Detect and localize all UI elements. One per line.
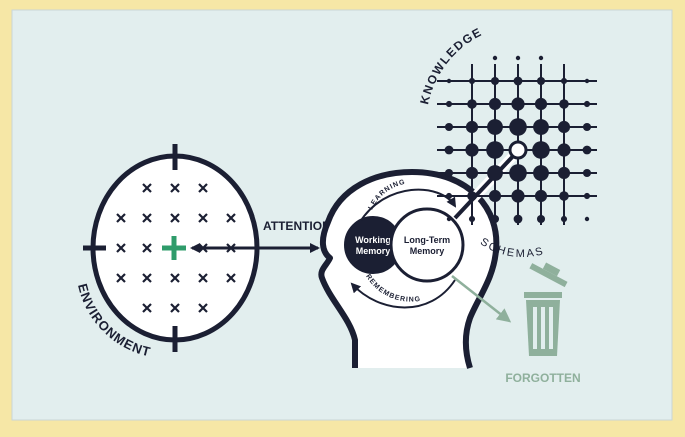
network-node bbox=[513, 76, 523, 86]
x-mark-icon bbox=[142, 303, 152, 313]
network-node bbox=[444, 145, 454, 155]
network-node bbox=[445, 192, 453, 200]
x-mark-icon bbox=[170, 213, 180, 223]
network-node bbox=[509, 164, 527, 182]
forgetting-arrow bbox=[451, 275, 512, 323]
network-node bbox=[468, 77, 476, 85]
x-mark-icon bbox=[226, 273, 236, 283]
network-node bbox=[557, 143, 571, 157]
network-node bbox=[465, 120, 479, 134]
network-node bbox=[467, 99, 477, 109]
network-node bbox=[534, 189, 548, 203]
network-node bbox=[532, 141, 550, 159]
working-memory-label-line1: Working bbox=[355, 235, 391, 245]
network-node bbox=[490, 214, 500, 224]
x-mark-icon bbox=[142, 243, 152, 253]
schema-focus-node bbox=[508, 140, 528, 160]
network-node bbox=[584, 78, 590, 84]
long-term-memory-label-line1: Long-Term bbox=[404, 235, 450, 245]
trash-can-icon bbox=[524, 262, 568, 356]
x-mark-icon bbox=[226, 213, 236, 223]
working-memory-label-line2: Memory bbox=[356, 246, 391, 256]
network-node bbox=[557, 120, 571, 134]
network-node bbox=[486, 141, 504, 159]
plus-mark-icon bbox=[162, 236, 186, 260]
x-mark-icon bbox=[198, 213, 208, 223]
network-node bbox=[534, 97, 548, 111]
network-node bbox=[559, 191, 569, 201]
x-mark-icon bbox=[142, 213, 152, 223]
network-node bbox=[536, 76, 546, 86]
x-mark-icon bbox=[198, 303, 208, 313]
network-node bbox=[444, 168, 454, 178]
knowledge-network bbox=[437, 55, 597, 225]
network-node bbox=[444, 122, 454, 132]
network-node bbox=[513, 214, 523, 224]
network-node bbox=[465, 143, 479, 157]
network-node bbox=[488, 97, 502, 111]
x-mark-icon bbox=[170, 303, 180, 313]
x-mark-icon bbox=[116, 273, 126, 283]
environment-marks bbox=[116, 183, 236, 313]
network-node bbox=[583, 192, 591, 200]
network-node bbox=[465, 166, 479, 180]
network-node bbox=[511, 97, 525, 111]
network-node bbox=[446, 216, 452, 222]
network-node bbox=[509, 118, 527, 136]
network-node bbox=[560, 215, 568, 223]
x-mark-icon bbox=[198, 273, 208, 283]
x-mark-icon bbox=[170, 273, 180, 283]
long-term-memory-node: Long-Term Memory bbox=[389, 207, 465, 283]
network-node bbox=[582, 168, 592, 178]
forgotten-label: FORGOTTEN bbox=[505, 371, 580, 385]
network-node bbox=[445, 100, 453, 108]
network-node bbox=[487, 119, 503, 135]
x-mark-icon bbox=[198, 183, 208, 193]
x-mark-icon bbox=[116, 243, 126, 253]
network-node bbox=[557, 166, 571, 180]
network-node bbox=[538, 55, 544, 61]
long-term-memory-label-line2: Memory bbox=[410, 246, 445, 256]
network-node bbox=[533, 119, 549, 135]
network-node bbox=[488, 189, 502, 203]
network-node bbox=[468, 215, 476, 223]
x-mark-icon bbox=[142, 183, 152, 193]
network-node bbox=[487, 165, 503, 181]
network-node bbox=[583, 100, 591, 108]
network-node bbox=[490, 76, 500, 86]
network-node bbox=[559, 99, 569, 109]
learning-arrow bbox=[359, 188, 457, 223]
attention-label: ATTENTION bbox=[263, 219, 331, 233]
network-node bbox=[492, 55, 498, 61]
network-node bbox=[582, 122, 592, 132]
network-node bbox=[560, 77, 568, 85]
x-mark-icon bbox=[142, 273, 152, 283]
network-node bbox=[467, 191, 477, 201]
network-node bbox=[446, 78, 452, 84]
network-node bbox=[582, 145, 592, 155]
remembering-arrow bbox=[350, 279, 456, 309]
x-mark-icon bbox=[116, 213, 126, 223]
schema-connector bbox=[453, 151, 518, 220]
network-node bbox=[533, 165, 549, 181]
x-mark-icon bbox=[170, 183, 180, 193]
network-node bbox=[511, 189, 525, 203]
network-node bbox=[584, 216, 590, 222]
network-node bbox=[536, 214, 546, 224]
network-node bbox=[515, 55, 521, 61]
